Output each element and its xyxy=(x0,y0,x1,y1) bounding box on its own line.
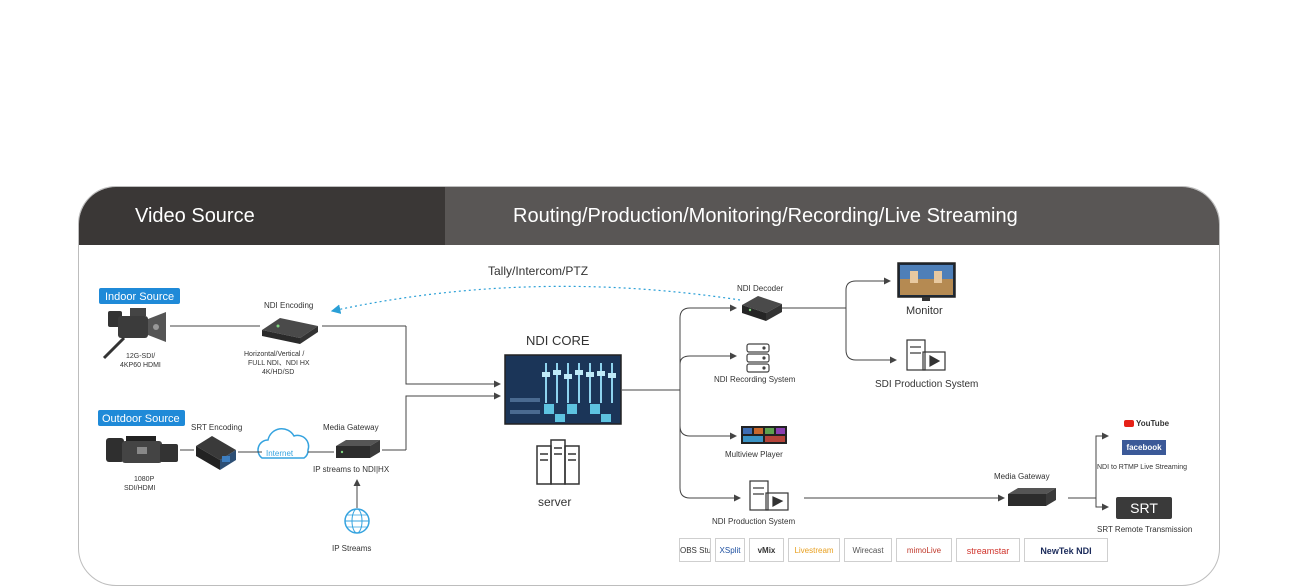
svg-text:Indoor Source: Indoor Source xyxy=(105,291,174,303)
monitor-icon xyxy=(897,262,956,301)
sdi-production-label: SDI Production System xyxy=(875,379,978,390)
svg-text:Outdoor Source: Outdoor Source xyxy=(102,413,180,425)
outdoor-spec-1: 1080P xyxy=(134,476,155,483)
internet-cloud-icon xyxy=(257,428,310,459)
ndi-production-icon xyxy=(749,480,789,511)
youtube-logo: YouTube xyxy=(1124,419,1169,428)
multiview-player-icon xyxy=(741,426,787,444)
media-gateway-2-device-icon xyxy=(1008,488,1056,506)
indoor-camera-icon xyxy=(102,308,166,360)
srt-encoding-label: SRT Encoding xyxy=(191,423,242,432)
video-source-title: Video Source xyxy=(135,205,255,227)
ndi-encoding-desc-2: FULL NDI、NDI HX xyxy=(248,360,310,367)
ndi-recording-label: NDI Recording System xyxy=(714,375,796,384)
server-label: server xyxy=(538,495,571,509)
ip-to-ndi-label: IP streams to NDI|HX xyxy=(313,465,390,474)
indoor-spec-1: 12G-SDI/ xyxy=(126,353,155,360)
ndi-decoder-device-icon xyxy=(742,296,782,321)
indoor-spec-2: 4KP60 HDMI xyxy=(120,362,161,369)
workflow-diagram: Indoor Source Outdoor Source 12G-SDI/ 4K… xyxy=(98,262,1192,553)
srt-encoder-device-icon xyxy=(196,436,236,470)
ndi-core-screen-icon xyxy=(504,354,622,425)
streamstar-logo: streamstar xyxy=(956,538,1020,562)
mimolive-logo: mimoLive xyxy=(896,538,952,562)
tally-arrow xyxy=(330,285,741,314)
vmix-logo: vMix xyxy=(749,538,784,562)
xsplit-logo: XSplit xyxy=(715,538,745,562)
indoor-source-tag: Indoor Source xyxy=(99,288,180,304)
srt-badge: SRT xyxy=(1116,497,1172,519)
ndi-decoder-label: NDI Decoder xyxy=(737,284,784,293)
ndi-encoding-desc-3: 4K/HD/SD xyxy=(262,369,294,376)
internet-label: Internet xyxy=(266,449,294,458)
outdoor-spec-2: SDI/HDMI xyxy=(124,485,156,492)
ip-streams-globe-icon xyxy=(344,508,370,534)
routing-title: Routing/Production/Monitoring/Recording/… xyxy=(513,205,1018,227)
ndi-encoder-device-icon xyxy=(262,318,318,344)
ndi-production-label: NDI Production System xyxy=(712,517,795,526)
output-connectors xyxy=(622,277,1109,511)
sdi-production-icon xyxy=(906,339,946,371)
monitor-label: Monitor xyxy=(906,305,943,317)
youtube-play-icon xyxy=(1124,420,1134,428)
diagram-panel: Video Source Routing/Production/Monitori… xyxy=(78,186,1220,586)
facebook-logo: facebook xyxy=(1122,440,1166,455)
newtek-ndi-logo: NewTek NDI xyxy=(1024,538,1108,562)
ndi-encoding-label: NDI Encoding xyxy=(264,301,313,310)
media-gateway-label: Media Gateway xyxy=(323,423,379,432)
source-connectors xyxy=(170,325,501,508)
header-video-source: Video Source xyxy=(79,187,445,245)
outdoor-camera-icon xyxy=(106,436,178,463)
tally-label: Tally/Intercom/PTZ xyxy=(488,264,588,278)
ndi-encoding-desc-1: Horizontal/Vertical / xyxy=(244,351,304,358)
server-icon xyxy=(536,439,580,485)
srt-remote-label: SRT Remote Transmission xyxy=(1097,525,1192,534)
ip-streams-label: IP Streams xyxy=(332,544,371,553)
multiview-label: Multiview Player xyxy=(725,450,783,459)
obs-logo: OBS Studio xyxy=(679,538,711,562)
livestream-logo: Livestream xyxy=(788,538,840,562)
outdoor-source-tag: Outdoor Source xyxy=(98,410,185,426)
media-gateway-device-icon xyxy=(336,440,380,458)
ndi-to-rtmp-label: NDI to RTMP Live Streaming xyxy=(1097,464,1187,471)
wirecast-logo: Wirecast xyxy=(844,538,892,562)
ndi-core-title: NDI CORE xyxy=(526,333,590,348)
ndi-recording-icon xyxy=(746,343,770,373)
header-routing: Routing/Production/Monitoring/Recording/… xyxy=(445,187,1219,245)
media-gateway-2-label: Media Gateway xyxy=(994,472,1050,481)
